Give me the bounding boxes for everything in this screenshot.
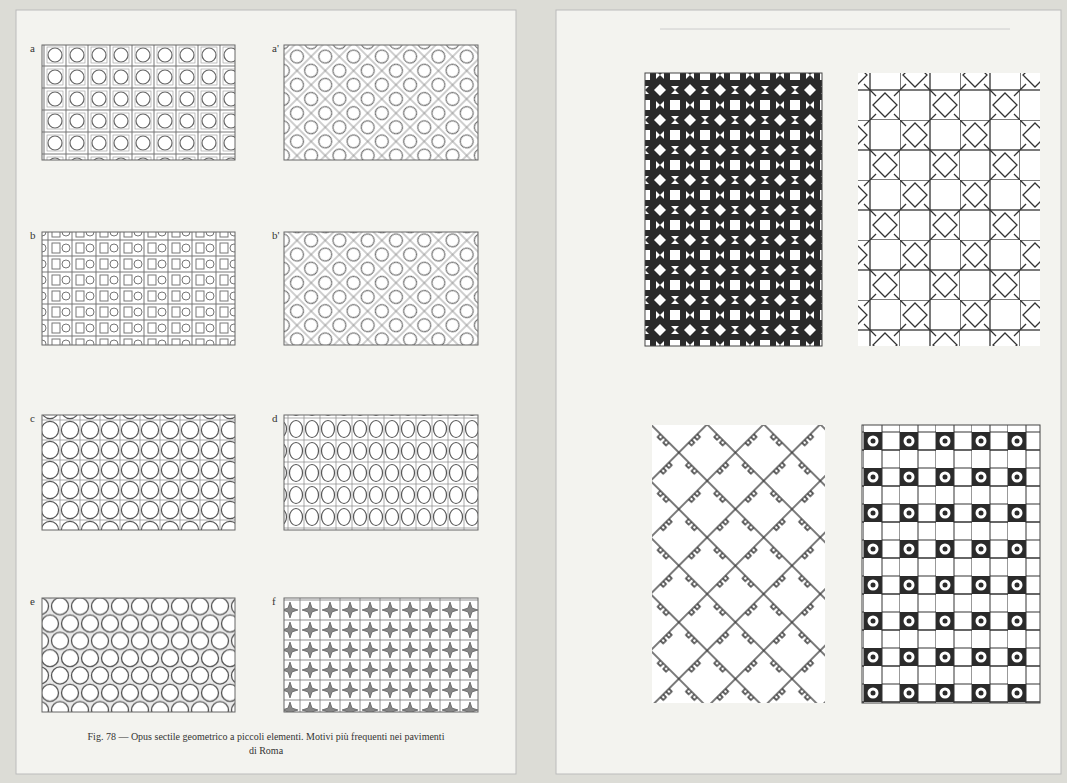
panel-letter: a [30, 42, 35, 54]
panel-letter: e [30, 595, 35, 607]
panel-letter: f [272, 595, 276, 607]
header-rule [660, 29, 1010, 30]
left-page [16, 10, 516, 774]
pattern-panels [42, 45, 478, 712]
right-page [556, 10, 1061, 774]
pattern-panels [645, 73, 1040, 703]
panel-letter: b' [272, 229, 279, 241]
panel-letter: c [30, 412, 35, 424]
panel-letter: a' [272, 42, 279, 54]
panel-letter: d [272, 412, 278, 424]
figure-caption: Fig. 78 — Opus sectile geometrico a picc… [86, 730, 446, 757]
panel-letter: b [30, 229, 36, 241]
